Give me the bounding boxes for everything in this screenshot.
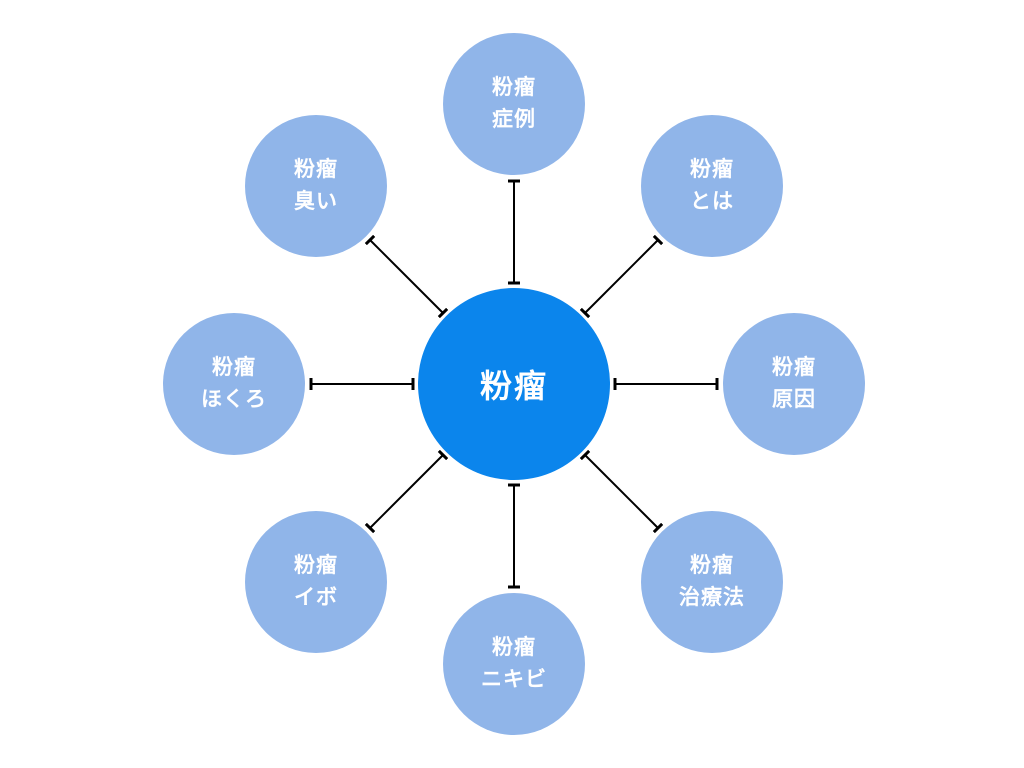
- connector-bottom-left: [364, 449, 449, 534]
- node-label-line2: 症例: [492, 108, 536, 131]
- center-node: 粉瘤: [418, 288, 610, 480]
- satellite-node-top-left: 粉瘤 臭い: [245, 115, 387, 257]
- satellite-node-bottom-left: 粉瘤 イボ: [245, 511, 387, 653]
- node-label-line1: 粉瘤: [690, 158, 734, 181]
- node-label-line1: 粉瘤: [772, 356, 816, 379]
- node-label-line2: 原因: [772, 388, 816, 411]
- connector-top-left: [364, 234, 449, 319]
- node-label-line2: 臭い: [294, 190, 338, 213]
- node-label-line1: 粉瘤: [492, 76, 536, 99]
- satellite-node-bottom-right: 粉瘤 治療法: [641, 511, 783, 653]
- connector-bottom-right: [579, 449, 664, 534]
- node-label-line1: 粉瘤: [294, 158, 338, 181]
- node-label-line2: ほくろ: [201, 388, 267, 411]
- node-label-line1: 粉瘤: [492, 636, 536, 659]
- node-label-line2: イボ: [294, 586, 338, 609]
- satellite-node-top-right: 粉瘤 とは: [641, 115, 783, 257]
- satellite-node-bottom: 粉瘤 ニキビ: [443, 593, 585, 735]
- node-label-line1: 粉瘤: [690, 554, 734, 577]
- satellite-node-left: 粉瘤 ほくろ: [163, 313, 305, 455]
- center-node-label: 粉瘤: [479, 368, 548, 404]
- node-label-line1: 粉瘤: [212, 356, 256, 379]
- node-label-line2: 治療法: [679, 586, 745, 609]
- node-label-line1: 粉瘤: [294, 554, 338, 577]
- node-label-line2: とは: [690, 190, 734, 213]
- satellite-node-right: 粉瘤 原因: [723, 313, 865, 455]
- connector-top-right: [579, 234, 664, 319]
- node-label-line2: ニキビ: [481, 668, 547, 691]
- satellite-node-top: 粉瘤 症例: [443, 33, 585, 175]
